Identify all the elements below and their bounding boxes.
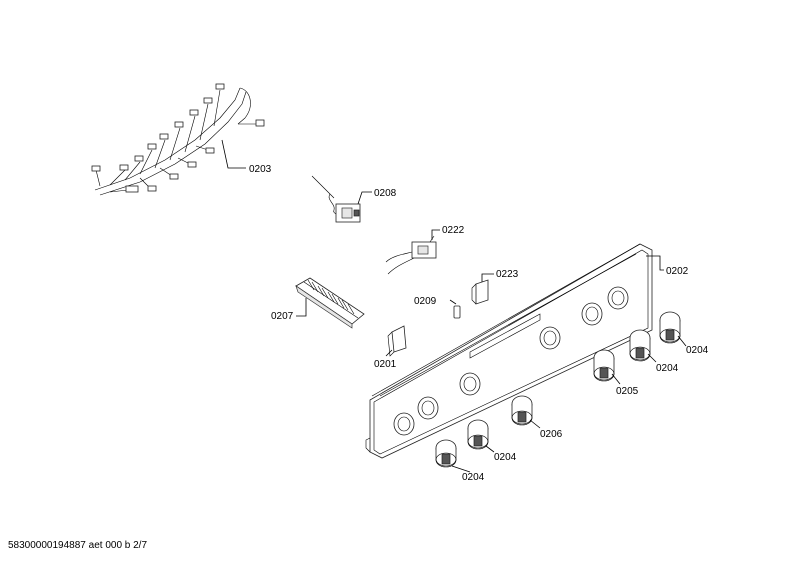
knob-0204-right[interactable] [659,311,681,344]
label-0202: 0202 [666,266,689,277]
knob-0204-mid-right[interactable] [629,329,651,362]
wiring-harness-part[interactable] [91,83,265,196]
label-0207: 0207 [271,311,294,322]
label-0203: 0203 [249,164,272,175]
label-0204-lower-mid: 0204 [494,452,517,463]
knob-hole-3 [459,372,481,396]
label-0223: 0223 [496,269,519,280]
label-0205: 0205 [616,386,639,397]
knob-hole-5 [581,302,603,326]
bracket-part-0201[interactable] [387,325,407,357]
label-0201: 0201 [374,359,397,370]
clip-part[interactable] [453,305,461,319]
label-0209: 0209 [414,296,437,307]
label-0204-right: 0204 [686,345,709,356]
knob-hole-1 [393,412,415,436]
drawing-footer: 58300000194887 aet 000 b 2/7 [8,540,148,551]
knob-0205[interactable] [593,349,615,382]
label-0206: 0206 [540,429,563,440]
knob-hole-2 [417,396,439,420]
knob-0204-lower-left[interactable] [435,439,457,468]
switch-part[interactable] [385,235,437,275]
label-0222: 0222 [442,225,465,236]
terminal-block-part[interactable] [295,277,365,329]
label-0208: 0208 [374,188,397,199]
knob-0204-lower-mid[interactable] [467,419,489,450]
knob-0206[interactable] [511,395,533,426]
label-0204-lower-left: 0204 [462,472,485,483]
bracket-part-0223[interactable] [471,279,489,305]
label-0204-mid-right: 0204 [656,363,679,374]
knob-hole-6 [607,286,629,310]
sensor-part[interactable] [311,175,361,223]
knob-hole-4 [539,326,561,350]
control-panel-part[interactable] [365,243,653,459]
